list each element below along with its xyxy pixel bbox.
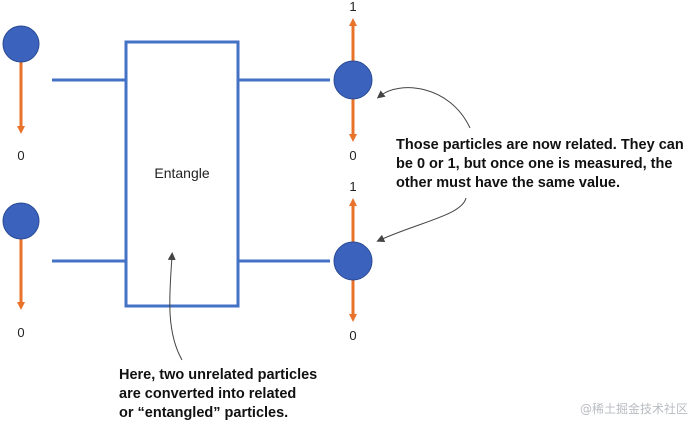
- entangle-gate: [124, 40, 240, 308]
- note-entangled-line-1: Here, two unrelated particles: [119, 367, 318, 383]
- gate-label: Entangle: [154, 165, 209, 181]
- callout-arrow-related-bottom: [376, 197, 467, 243]
- input-particle-2: [2, 202, 40, 240]
- output-particle-1-bottom-label: 0: [349, 148, 356, 163]
- note-entangled-particles: Here, two unrelated particles are conver…: [119, 366, 317, 423]
- note-entangled-line-3: or “entangled” particles.: [119, 405, 289, 421]
- input-particle-1-label: 0: [17, 148, 24, 163]
- output-particle-1-top-label: 1: [349, 0, 356, 14]
- output-particle-2-bottom-label: 0: [349, 328, 356, 343]
- input-particle-1: [2, 25, 40, 63]
- callout-arrow-entangled: [167, 252, 183, 361]
- note-related-line-3: other must have the same value.: [396, 175, 621, 191]
- output-particle-2: [333, 241, 373, 281]
- note-related-line-1: Those particles are now related. They ca…: [396, 137, 684, 153]
- note-related-particles: Those particles are now related. They ca…: [396, 136, 684, 193]
- output-particle-1: [333, 60, 373, 100]
- note-related-line-2: be 0 or 1, but once one is measured, the: [396, 156, 673, 172]
- callout-arrow-related-top: [376, 87, 471, 129]
- note-entangled-line-2: are converted into related: [119, 386, 297, 402]
- input-particle-2-label: 0: [17, 325, 24, 340]
- output-particle-2-top-label: 1: [349, 179, 356, 194]
- watermark: @稀土掘金技术社区: [579, 402, 688, 416]
